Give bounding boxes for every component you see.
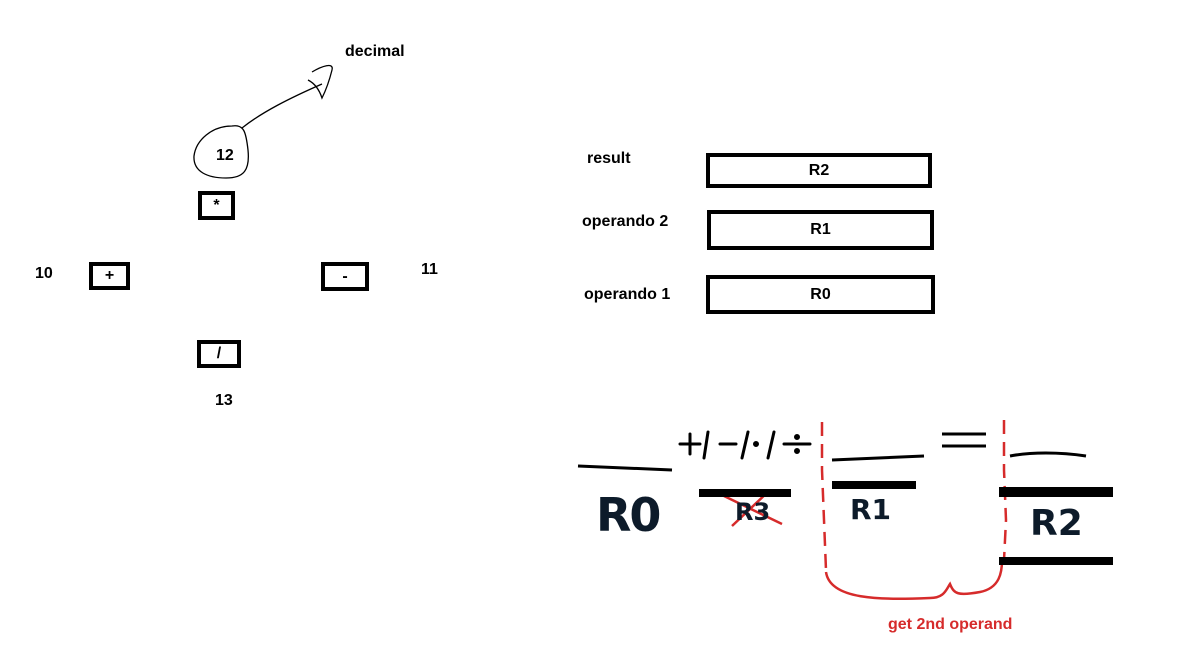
brace <box>824 559 1004 600</box>
arrow-head <box>307 64 333 100</box>
blank-line-2 <box>831 454 925 462</box>
blank-line-3 <box>1009 451 1087 458</box>
decimal-label: decimal <box>345 43 405 60</box>
operand1-label: operando 1 <box>584 286 671 303</box>
operator-scribble <box>678 430 812 460</box>
operand1-register: R0 <box>706 275 935 314</box>
dashed-left <box>820 422 828 571</box>
r1-top-bar <box>832 481 916 489</box>
seq-r3-crossed: R3 <box>735 498 771 526</box>
r2-top-bar <box>999 487 1113 497</box>
code-11: 11 <box>421 261 438 278</box>
multiply-key: * <box>198 191 235 220</box>
seq-r1: R1 <box>850 493 892 526</box>
result-label: result <box>587 150 631 167</box>
operand2-label: operando 2 <box>582 213 669 230</box>
equals-sign <box>942 432 986 448</box>
minus-key: - <box>321 262 369 291</box>
code-12: 12 <box>216 147 234 164</box>
arrow-to-decimal <box>241 83 323 129</box>
plus-key: + <box>89 262 130 290</box>
result-register: R2 <box>706 153 932 188</box>
r3-top-bar <box>699 489 791 497</box>
divide-key: / <box>197 340 241 368</box>
annotation-get-2nd-operand: get 2nd operand <box>888 616 1013 633</box>
r2-bottom-bar <box>999 557 1113 565</box>
operand2-register: R1 <box>707 210 934 250</box>
code-13: 13 <box>215 392 233 409</box>
seq-r0: R0 <box>596 488 661 542</box>
blank-line-1 <box>577 464 673 472</box>
seq-r2: R2 <box>1030 503 1083 544</box>
code-10: 10 <box>35 265 53 282</box>
